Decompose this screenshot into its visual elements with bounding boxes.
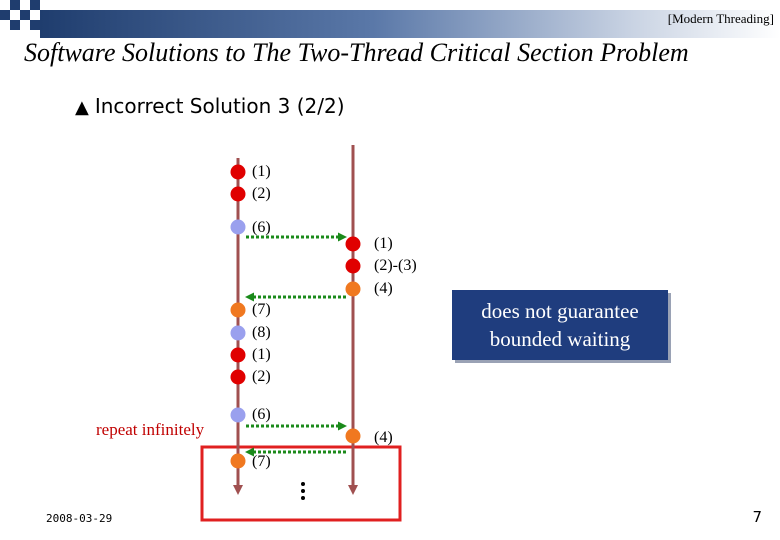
step-dot bbox=[230, 219, 246, 235]
step-dot bbox=[230, 325, 246, 341]
step-dot bbox=[345, 428, 361, 444]
step-dot bbox=[230, 453, 246, 469]
thread-a-step-label: (1) bbox=[252, 346, 271, 363]
step-dot bbox=[345, 236, 361, 252]
thread-a-step-label: (2) bbox=[252, 185, 271, 202]
note-line-2: bounded waiting bbox=[489, 327, 631, 351]
step-dot bbox=[230, 186, 246, 202]
ellipsis-dot bbox=[301, 489, 305, 493]
header-note: [Modern Threading] bbox=[667, 11, 774, 26]
thread-a-step-label: (8) bbox=[252, 324, 271, 341]
slide-subtitle: ▲Incorrect Solution 3 (2/2) bbox=[75, 94, 345, 118]
step-dot bbox=[230, 369, 246, 385]
ellipsis-dot bbox=[301, 496, 305, 500]
step-dot bbox=[230, 164, 246, 180]
thread-b-step-label: (4) bbox=[374, 280, 393, 297]
slide-title: Software Solutions to The Two-Thread Cri… bbox=[24, 38, 689, 67]
bounded-waiting-note: does not guarantee bounded waiting bbox=[452, 290, 668, 360]
header-bar bbox=[40, 10, 780, 38]
step-dot bbox=[230, 347, 246, 363]
page-number: 7 bbox=[752, 508, 762, 526]
step-dot bbox=[230, 302, 246, 318]
thread-b-step-label: (1) bbox=[374, 235, 393, 252]
step-dot bbox=[230, 407, 246, 423]
footer-date: 2008-03-29 bbox=[46, 512, 113, 525]
note-line-1: does not guarantee bbox=[481, 299, 639, 323]
thread-a-step-label: (7) bbox=[252, 453, 271, 470]
ellipsis-dot bbox=[301, 482, 305, 486]
repeat-label: repeat infinitely bbox=[96, 420, 205, 439]
thread-b-step-label: (4) bbox=[374, 429, 393, 446]
repeat-highlight-box bbox=[200, 445, 402, 522]
thread-a-step-label: (7) bbox=[252, 301, 271, 318]
thread-a-step-label: (6) bbox=[252, 406, 271, 423]
step-dot bbox=[345, 281, 361, 297]
thread-a-step-label: (1) bbox=[252, 163, 271, 180]
thread-a-step-label: (6) bbox=[252, 219, 271, 236]
step-dot bbox=[345, 258, 361, 274]
subtitle-text: Incorrect Solution 3 (2/2) bbox=[94, 94, 345, 118]
thread-a-step-label: (2) bbox=[252, 368, 271, 385]
thread-b-step-label: (2)-(3) bbox=[374, 257, 417, 274]
triangle-bullet-icon: ▲ bbox=[75, 97, 89, 118]
